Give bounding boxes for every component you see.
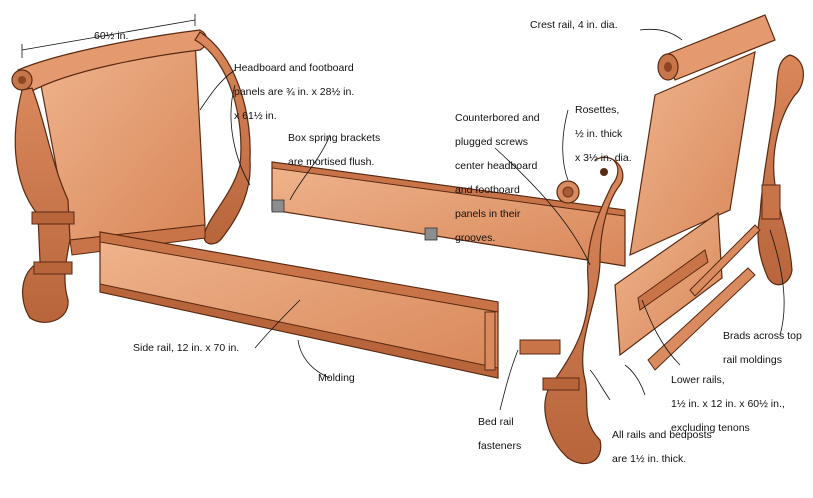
leader-lines [199,28,785,411]
side-rail-back [271,161,626,267]
molding-label: Molding [318,372,355,384]
rosette [556,180,580,204]
footboard-panel [629,51,756,257]
side-rail-label: Side rail, 12 in. x 70 in. [133,342,240,354]
lower-rail [614,211,723,357]
crest-rail-label: Crest rail, 4 in. dia. [530,19,618,31]
counterbored-label: Counterbored and plugged screws center h… [455,112,540,244]
headboard-panels-label: Headboard and footboard panels are ¾ in.… [234,62,355,122]
headboard [11,29,251,323]
crest-rail [657,14,776,81]
lower-rail-molding [647,224,761,371]
side-rail-front [99,231,499,379]
lower-rails-label: Lower rails, 1½ in. x 12 in. x 60½ in., … [671,374,785,434]
all-rails-label: All rails and bedposts are 1½ in. thick. [612,429,712,465]
width-dimension-label: 60½ in. [94,30,129,42]
box-spring-label: Box spring brackets are mortised flush. [288,132,381,168]
right-bedpost [757,54,804,286]
footboard-post [519,156,624,465]
brads-label: Brads across top rail moldings [723,330,802,366]
width-dimension-line [21,14,196,58]
rosettes-label: Rosettes, ½ in. thick x 3½ in. dia. [575,104,632,164]
bed-rail-fasteners-label: Bed rail fasteners [478,416,522,452]
